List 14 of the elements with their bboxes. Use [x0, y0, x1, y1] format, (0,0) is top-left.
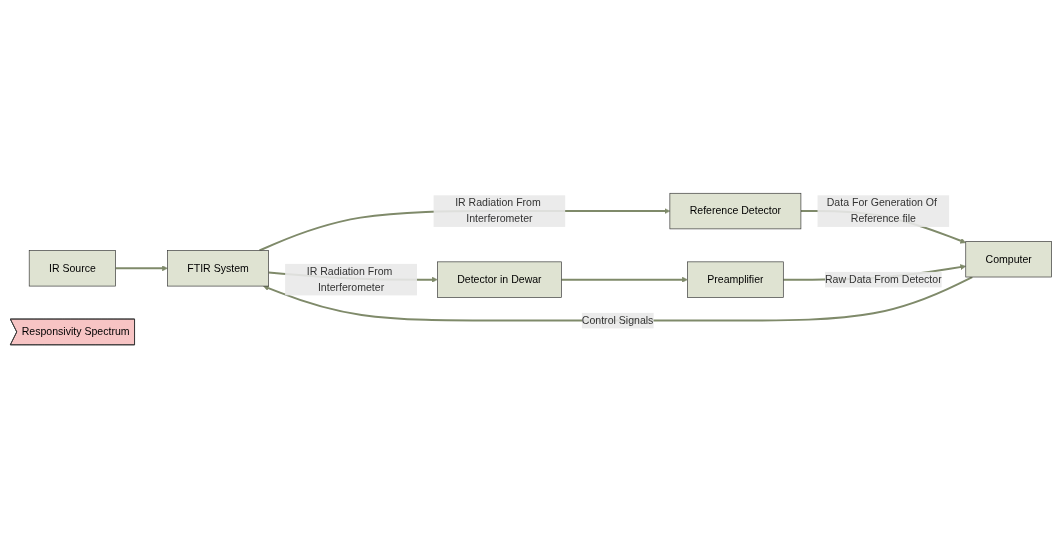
node-box: Detector in Dewar — [437, 262, 562, 299]
arrow — [263, 276, 974, 322]
node-box: IR Source — [28, 250, 116, 287]
node-box: Computer — [965, 241, 1052, 278]
edge-label: IR Radiation From Interferometer — [455, 197, 541, 225]
edge-label: Control Signals — [581, 315, 654, 327]
node-box: Preamplifier — [687, 262, 784, 299]
arrow — [560, 277, 688, 284]
edge-label: Raw Data From Detector — [825, 274, 942, 286]
arrow — [114, 265, 168, 272]
edge-label: IR Radiation From Interferometer — [306, 266, 393, 294]
edge-label: Data For Generation Of Reference file — [826, 197, 937, 225]
node-box: Reference Detector — [669, 193, 802, 230]
node-box: FTIR System — [167, 250, 269, 287]
